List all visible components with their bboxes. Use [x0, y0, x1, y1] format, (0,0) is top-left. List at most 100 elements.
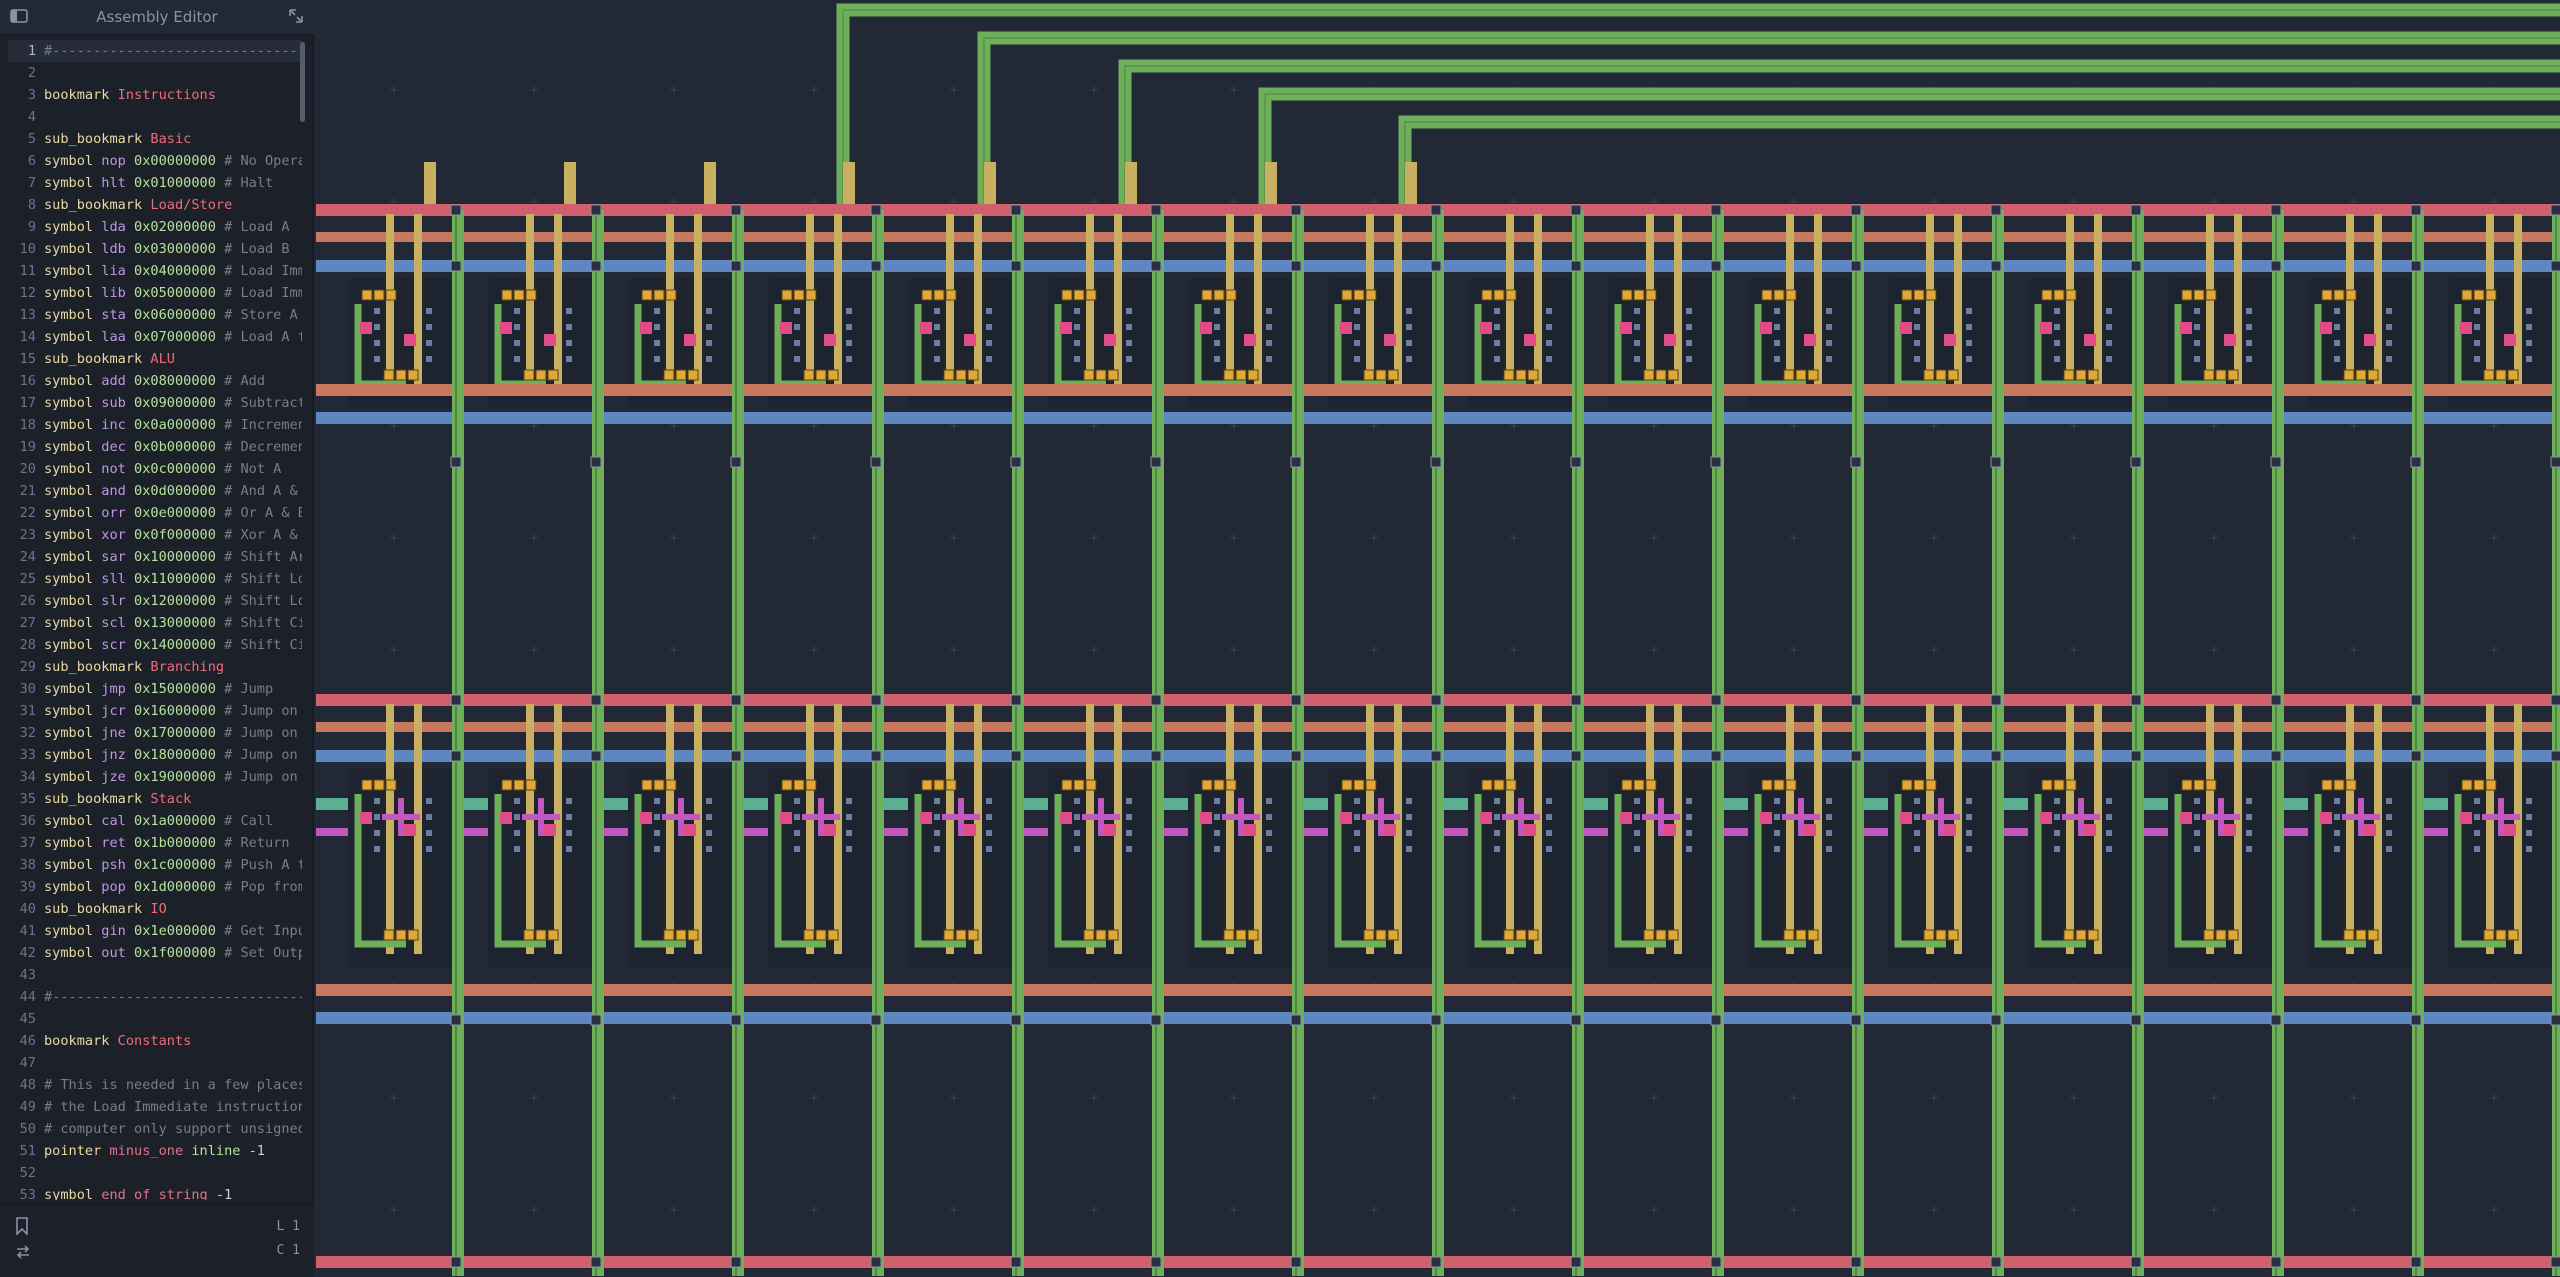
code-token: # Load A: [224, 219, 290, 235]
code-line[interactable]: 45: [8, 1008, 302, 1030]
grid-marker: [2210, 1206, 2218, 1214]
code-token: 0x0a000000: [134, 417, 225, 433]
register-component: [1201, 289, 1213, 301]
register-component: [815, 929, 827, 941]
code-editor[interactable]: 1#--------------------------------------…: [8, 40, 302, 1200]
code-line[interactable]: 4: [8, 106, 302, 128]
code-line[interactable]: 2: [8, 62, 302, 84]
grid-marker: [670, 86, 678, 94]
grid-marker: [1370, 1206, 1378, 1214]
code-line[interactable]: 52: [8, 1162, 302, 1184]
editor-scrollbar[interactable]: [300, 42, 305, 122]
grid-marker: [1510, 1206, 1518, 1214]
code-token: symbol: [44, 637, 102, 653]
code-token: symbol: [44, 549, 102, 565]
pin-yellow: [1405, 162, 1417, 212]
code-line[interactable]: 50# computer only support unsigned: [8, 1118, 302, 1140]
gate-dot: [2246, 308, 2252, 314]
io-port: [1104, 824, 1116, 836]
code-line[interactable]: 44#-------------------------------------…: [8, 986, 302, 1008]
gate-dot: [1126, 798, 1132, 804]
register-component: [2345, 779, 2357, 791]
grid-marker: [530, 646, 538, 654]
io-port: [964, 334, 976, 346]
gate-dot: [986, 324, 992, 330]
io-port: [1244, 824, 1256, 836]
wire-edge: [1264, 93, 2560, 210]
panel-toggle-icon[interactable]: [10, 9, 28, 23]
register-component: [2485, 289, 2497, 301]
signal-yellow: [834, 214, 842, 394]
gate-dot: [374, 340, 380, 346]
signal-yellow: [1394, 214, 1402, 394]
register-component: [1223, 369, 1235, 381]
code-line[interactable]: 49# the Load Immediate instruction: [8, 1096, 302, 1118]
register-component: [1621, 289, 1633, 301]
code-line[interactable]: 43: [8, 964, 302, 986]
resize-icon[interactable]: [288, 8, 304, 24]
circuit-canvas[interactable]: [316, 0, 2560, 1276]
gate-dot: [1634, 308, 1640, 314]
gate-dot: [846, 846, 852, 852]
code-line[interactable]: 1#--------------------------------------…: [8, 40, 302, 62]
code-line[interactable]: 48# This is needed in a few places: [8, 1074, 302, 1096]
code-line[interactable]: 47: [8, 1052, 302, 1074]
register-component: [665, 779, 677, 791]
code-token: 0x00000000: [134, 153, 225, 169]
swap-icon[interactable]: [14, 1243, 32, 1261]
vertical-wire-green: [2412, 210, 2424, 1276]
code-token: symbol: [44, 417, 102, 433]
bus-junction: [1570, 1256, 1582, 1268]
register-component: [967, 369, 979, 381]
gate-dot: [1546, 324, 1552, 330]
gate-dot: [566, 814, 572, 820]
code-token: xor: [101, 527, 135, 543]
bus-junction: [730, 204, 742, 216]
bookmark-icon[interactable]: [14, 1217, 30, 1235]
code-token: scr: [101, 637, 135, 653]
grid-marker: [810, 86, 818, 94]
